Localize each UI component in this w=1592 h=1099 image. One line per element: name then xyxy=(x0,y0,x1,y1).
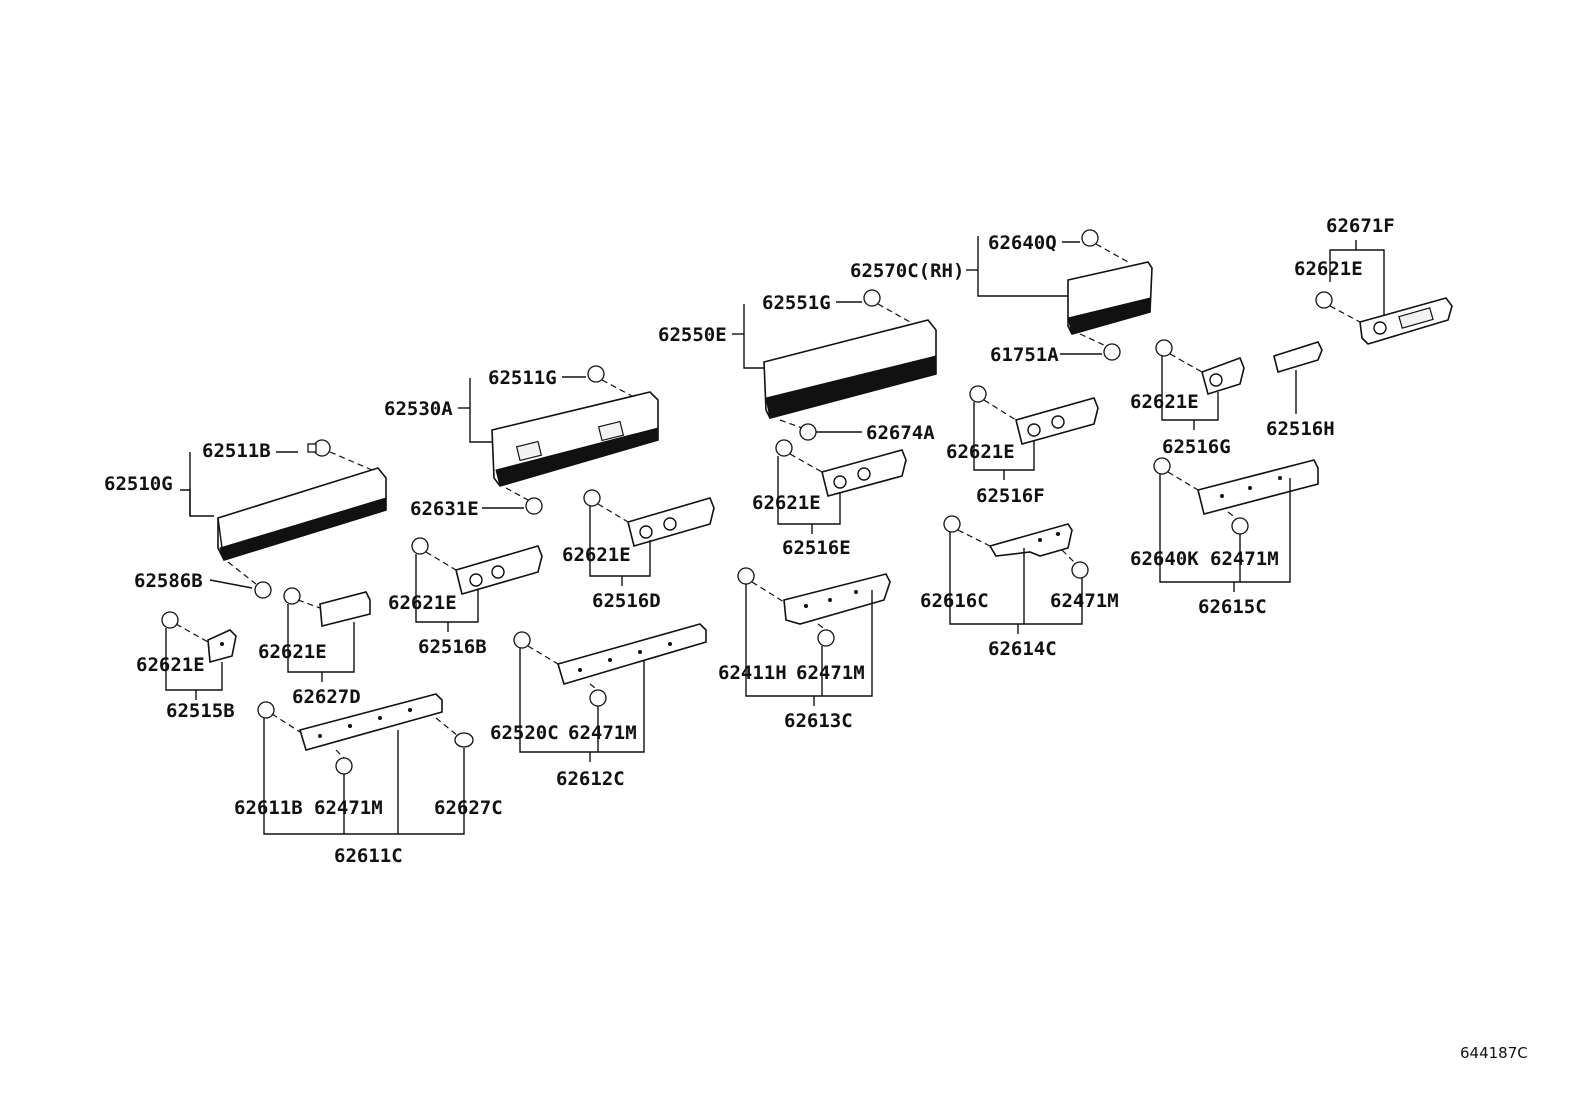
clip-62520c-icon xyxy=(513,631,531,649)
clip-62471m-e-icon xyxy=(1231,517,1249,535)
cap-62627c-icon xyxy=(454,732,474,748)
part-62550e-panel xyxy=(763,319,937,419)
clip-62471m-b-icon xyxy=(589,689,607,707)
clip-62551g-icon xyxy=(863,289,881,307)
clip-62621e-f-icon xyxy=(969,385,987,403)
label-62627c: 62627C xyxy=(434,797,503,819)
clip-62611b-icon xyxy=(257,701,275,719)
part-62516d-icon xyxy=(627,497,715,547)
label-62550e: 62550E xyxy=(658,324,727,346)
clip-62471m-d-icon xyxy=(1071,561,1089,579)
label-62674a: 62674A xyxy=(866,422,935,444)
clip-62621e-b-icon xyxy=(283,587,301,605)
label-62515b: 62515B xyxy=(166,700,235,722)
part-62614c-panel xyxy=(988,523,1073,557)
part-62516b-icon xyxy=(455,545,543,595)
clip-62621e-d-icon xyxy=(583,489,601,507)
part-62516f-icon xyxy=(1015,397,1099,445)
clip-62640k-icon xyxy=(1153,457,1171,475)
label-62471m-e: 62471M xyxy=(1210,548,1279,570)
label-62621e-a: 62621E xyxy=(136,654,205,676)
part-62516h-icon xyxy=(1273,341,1323,374)
part-62515b-icon xyxy=(207,629,237,664)
label-62621e-h: 62621E xyxy=(1294,258,1363,280)
label-62631e: 62631E xyxy=(410,498,479,520)
part-62627d-icon xyxy=(319,591,371,628)
label-62511b: 62511B xyxy=(202,440,271,462)
clip-62511g-icon xyxy=(587,365,605,383)
label-62516g: 62516G xyxy=(1162,436,1231,458)
clip-62616c-icon xyxy=(943,515,961,533)
clip-62621e-e-icon xyxy=(775,439,793,457)
label-62621e-g: 62621E xyxy=(1130,391,1199,413)
part-62530a-panel xyxy=(491,391,659,487)
label-62621e-f: 62621E xyxy=(946,441,1015,463)
label-62621e-c: 62621E xyxy=(388,592,457,614)
clip-62471m-a-icon xyxy=(335,757,353,775)
label-62586b: 62586B xyxy=(134,570,203,592)
clip-62621e-h-icon xyxy=(1315,291,1333,309)
label-62611b: 62611B xyxy=(234,797,303,819)
label-62570c-rh: 62570C(RH) xyxy=(850,260,964,282)
clip-62471m-c-icon xyxy=(817,629,835,647)
part-62611c-panel xyxy=(298,693,443,751)
label-62516b: 62516B xyxy=(418,636,487,658)
label-62510g: 62510G xyxy=(104,473,173,495)
label-62471m-b: 62471M xyxy=(568,722,637,744)
clip-62631e-icon xyxy=(525,497,543,515)
label-62520c: 62520C xyxy=(490,722,559,744)
label-62627d: 62627D xyxy=(292,686,361,708)
label-62471m-c: 62471M xyxy=(796,662,865,684)
clip-62411h-icon xyxy=(737,567,755,585)
label-62411h: 62411H xyxy=(718,662,787,684)
clip-62640q-icon xyxy=(1081,229,1099,247)
part-62510g-panel xyxy=(217,467,387,561)
part-62516g-icon xyxy=(1201,356,1245,396)
part-62671f-icon xyxy=(1359,297,1453,345)
part-62615c-panel xyxy=(1197,459,1319,515)
part-62570c-panel xyxy=(1067,261,1153,335)
label-62621e-b: 62621E xyxy=(258,641,327,663)
clip-62621e-g-icon xyxy=(1155,339,1173,357)
label-62621e-d: 62621E xyxy=(562,544,631,566)
label-62551g: 62551G xyxy=(762,292,831,314)
label-62471m-d: 62471M xyxy=(1050,590,1119,612)
label-62621e-e: 62621E xyxy=(752,492,821,514)
label-62516h: 62516H xyxy=(1266,418,1335,440)
label-62611c: 62611C xyxy=(334,845,403,867)
label-62530a: 62530A xyxy=(384,398,453,420)
label-62614c: 62614C xyxy=(988,638,1057,660)
label-62516f: 62516F xyxy=(976,485,1045,507)
label-62640k: 62640K xyxy=(1130,548,1199,570)
label-62640q: 62640Q xyxy=(988,232,1057,254)
label-62613c: 62613C xyxy=(784,710,853,732)
label-62616c: 62616C xyxy=(920,590,989,612)
label-61751a: 61751A xyxy=(990,344,1059,366)
diagram-code: 644187C xyxy=(1460,1044,1528,1062)
part-62612c-panel xyxy=(556,623,707,685)
clip-62621e-c-icon xyxy=(411,537,429,555)
clip-62511b-icon xyxy=(307,439,331,457)
label-62612c: 62612C xyxy=(556,768,625,790)
part-62516e-icon xyxy=(821,449,907,497)
part-62613c-panel xyxy=(783,573,891,625)
label-62516d: 62516D xyxy=(592,590,661,612)
clip-62674a-icon xyxy=(799,423,817,441)
clip-62586b-icon xyxy=(254,581,272,599)
label-62471m-a: 62471M xyxy=(314,797,383,819)
clip-62621e-a-icon xyxy=(161,611,179,629)
label-62516e: 62516E xyxy=(782,537,851,559)
label-62615c: 62615C xyxy=(1198,596,1267,618)
clip-61751a-icon xyxy=(1103,343,1121,361)
label-62671f: 62671F xyxy=(1326,215,1395,237)
label-62511g: 62511G xyxy=(488,367,557,389)
